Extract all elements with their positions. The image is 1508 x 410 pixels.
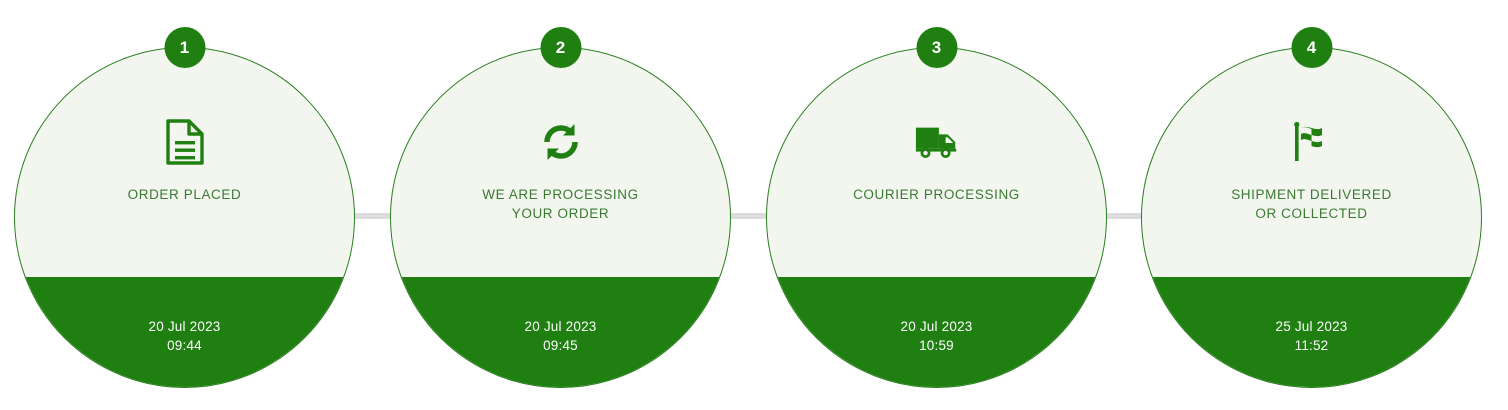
tracking-step-order-placed[interactable]: ORDER PLACED 20 Jul 2023 09:44 1 [14,27,355,388]
step-top-content: COURIER PROCESSING [766,47,1107,276]
step-connector-1-2 [346,213,396,219]
step-top-content: SHIPMENT DELIVERED OR COLLECTED [1141,47,1482,276]
tracking-step-shipment-delivered[interactable]: SHIPMENT DELIVERED OR COLLECTED 25 Jul 2… [1141,27,1482,388]
step-label: COURIER PROCESSING [853,187,1020,202]
step-disc [1141,47,1482,388]
step-disc [390,47,731,388]
step-disc [766,47,1107,388]
step-number-badge: 2 [540,27,581,68]
step-disc-bottom [15,277,354,387]
tracking-step-courier-processing[interactable]: COURIER PROCESSING 20 Jul 2023 10:59 3 [766,27,1107,388]
step-top-content: ORDER PLACED [14,47,355,276]
step-number-badge: 4 [1291,27,1332,68]
step-disc-bottom [391,277,730,387]
checkered-flag-icon [1289,119,1335,165]
step-label: SHIPMENT DELIVERED OR COLLECTED [1231,187,1392,221]
step-number-badge: 1 [164,27,205,68]
step-label: WE ARE PROCESSING YOUR ORDER [482,187,639,221]
step-connector-2-3 [722,213,772,219]
refresh-icon [538,119,584,165]
step-disc [14,47,355,388]
step-label: ORDER PLACED [127,187,242,202]
truck-icon [914,119,960,165]
step-number-badge: 3 [916,27,957,68]
step-disc-bottom [1142,277,1481,387]
document-icon [162,119,208,165]
step-connector-3-4 [1098,213,1148,219]
step-disc-bottom [767,277,1106,387]
step-top-content: WE ARE PROCESSING YOUR ORDER [390,47,731,276]
tracking-step-processing-order[interactable]: WE ARE PROCESSING YOUR ORDER 20 Jul 2023… [390,27,731,388]
